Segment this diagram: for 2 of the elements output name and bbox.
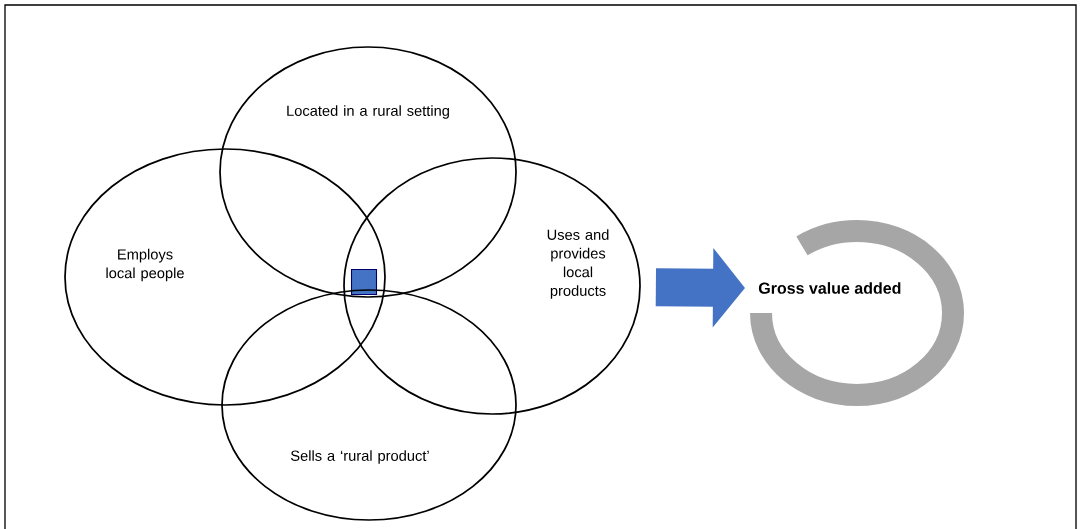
square	[350, 268, 378, 296]
ring-with-label: Gross value added	[750, 220, 964, 406]
